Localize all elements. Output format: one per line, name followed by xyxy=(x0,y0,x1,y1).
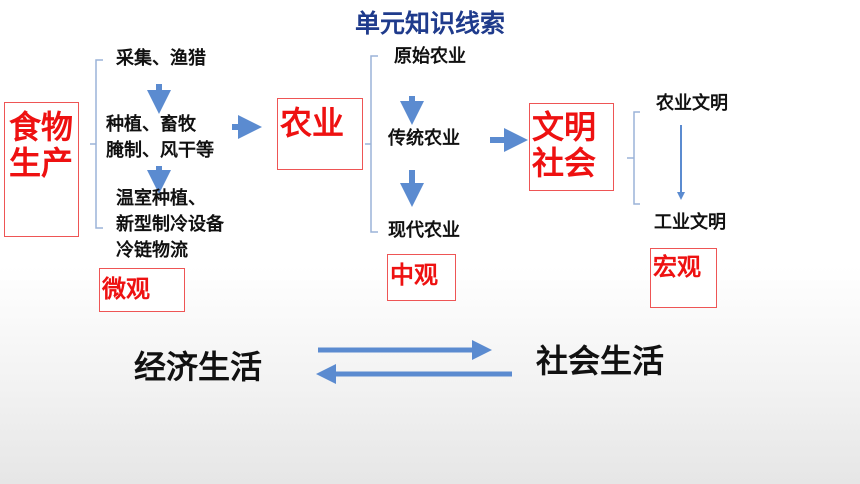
scale-meso-box: 中观 xyxy=(387,254,456,301)
col3-item-agricultural: 农业文明 xyxy=(656,93,728,114)
col2-item-modern: 现代农业 xyxy=(388,220,460,241)
page-title: 单元知识线索 xyxy=(354,9,505,38)
civilized-society-line2: 社会 xyxy=(532,144,597,182)
bracket-agriculture xyxy=(365,55,378,233)
col1-item-modern-line1: 温室种植、 xyxy=(116,188,206,209)
col1-item-gathering: 采集、渔猎 xyxy=(116,48,206,69)
agriculture-label: 农业 xyxy=(280,104,345,142)
civilized-society-box: 文明 社会 xyxy=(529,103,614,191)
col1-item-farming-line2: 腌制、风干等 xyxy=(106,140,214,161)
col3-item-industrial: 工业文明 xyxy=(654,212,726,233)
col1-item-farming-line1: 种植、畜牧 xyxy=(106,114,196,135)
economic-life-label: 经济生活 xyxy=(134,348,263,386)
food-production-line1: 食物 xyxy=(9,108,74,146)
col1-item-modern-line2: 新型制冷设备 xyxy=(116,214,224,235)
scale-macro-box: 宏观 xyxy=(650,248,717,308)
col2-item-primitive: 原始农业 xyxy=(394,46,466,67)
scale-macro: 宏观 xyxy=(653,253,701,281)
civilized-society-line1: 文明 xyxy=(532,108,597,146)
col1-item-modern-line3: 冷链物流 xyxy=(116,240,188,261)
bracket-food-production xyxy=(90,59,103,229)
scale-micro: 微观 xyxy=(102,275,150,303)
col1-item-modern: 温室种植、 新型制冷设备 冷链物流 xyxy=(116,186,224,264)
social-life-label: 社会生活 xyxy=(536,342,665,380)
bracket-civilization xyxy=(627,111,640,205)
col2-item-traditional: 传统农业 xyxy=(388,128,460,149)
agriculture-box: 农业 xyxy=(277,98,363,170)
scale-micro-box: 微观 xyxy=(99,268,185,312)
food-production-line2: 生产 xyxy=(9,144,74,182)
scale-meso: 中观 xyxy=(390,261,438,289)
food-production-box: 食物 生产 xyxy=(4,102,79,237)
col1-item-farming: 种植、畜牧 腌制、风干等 xyxy=(106,112,214,164)
